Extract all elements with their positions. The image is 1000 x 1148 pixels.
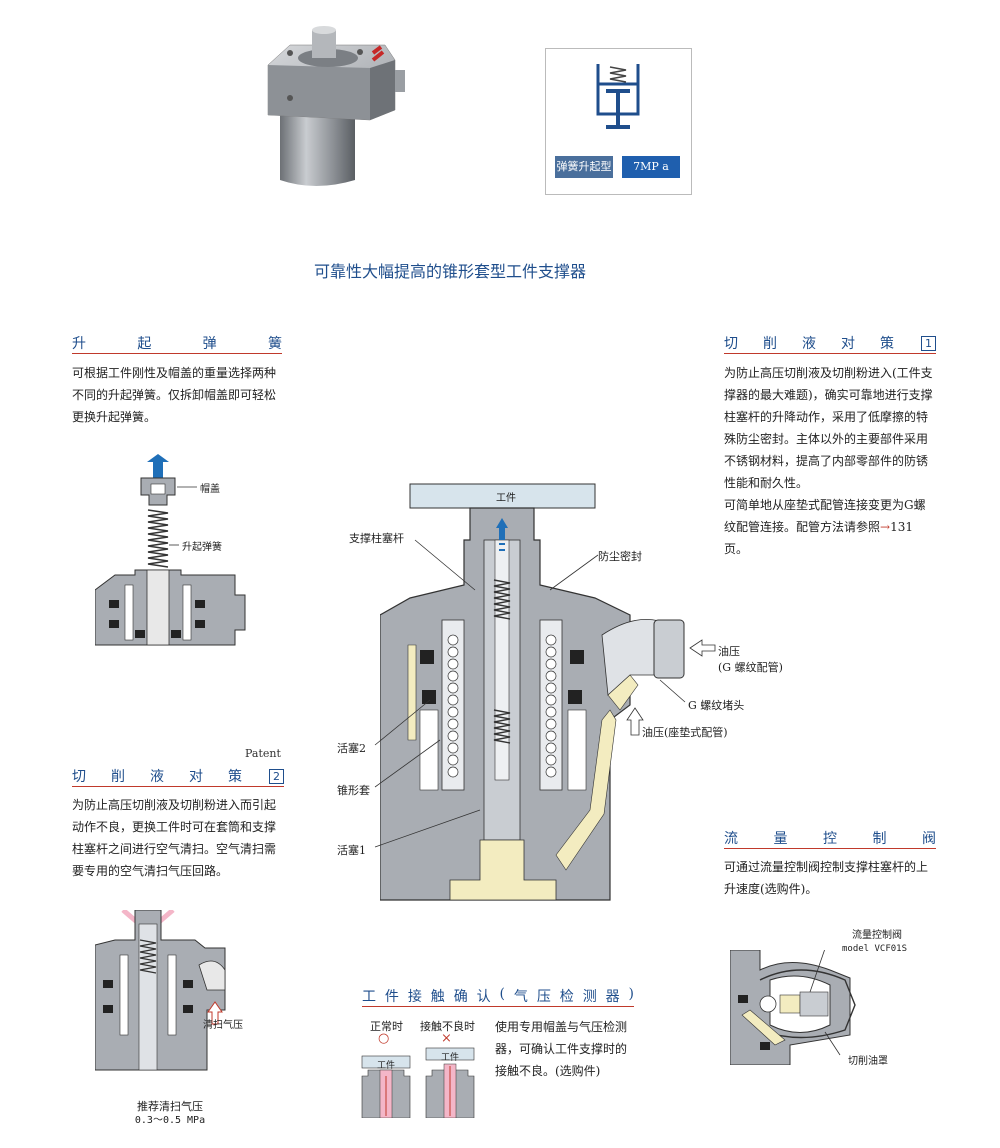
- spring-symbol-icon: [596, 64, 640, 129]
- contact-title-char: 确: [453, 989, 468, 1005]
- coolant1-text2-suffix: 131页。: [724, 520, 913, 556]
- recommended-air-caption: 推荐清扫气压 0.3～0.5 MPa: [120, 1100, 220, 1128]
- coolant2-title-char: 削: [111, 769, 125, 785]
- oil-pressure-g-line1: 油压: [718, 645, 740, 658]
- taper-sleeve-label: 锥形套: [337, 784, 370, 797]
- flow-title-char: 阀: [922, 831, 936, 847]
- spring-section-title: 升起弹簧: [72, 333, 282, 353]
- contact-title-char: 接: [407, 989, 422, 1005]
- coolant2-title-char: 对: [189, 769, 203, 785]
- contact-title-char: 气: [513, 989, 528, 1005]
- pressure-label: 7MP a: [622, 156, 680, 178]
- main-diagram-leaders: [374, 539, 716, 848]
- flow-valve-label: 流量控制阀: [852, 930, 902, 942]
- contact-title-char: 认: [476, 989, 491, 1005]
- contact-title-char: 工: [362, 989, 376, 1005]
- flow-section-text: 可通过流量控制阀控制支撑柱塞杆的上升速度(选购件)。: [724, 860, 929, 896]
- contact-title-char: 触: [430, 989, 445, 1005]
- main-cross-section: [380, 483, 685, 901]
- coolant-cover-label: 切削油罩: [848, 1056, 888, 1067]
- contact-work-label-2: 工件: [441, 1053, 460, 1063]
- coolant1-section-divider: [724, 353, 936, 354]
- coolant2-title-char: 切: [72, 769, 86, 785]
- contact-title-char: 检: [559, 989, 574, 1005]
- spring-section-text: 可根据工件刚性及帽盖的重量选择两种不同的升起弹簧。仅拆卸帽盖即可轻松更换升起弹簧…: [72, 366, 277, 424]
- spring-cap-label: 帽盖: [200, 484, 220, 495]
- type-label: 弹簧升起型: [555, 156, 613, 178]
- coolant2-section-title: 切 削 液 对 策 2: [72, 766, 284, 786]
- contact-work-label-1: 工件: [377, 1061, 396, 1071]
- spring-title-char: 起: [137, 336, 152, 352]
- contact-title-char: 器: [605, 989, 620, 1005]
- spring-diagram: [95, 454, 246, 646]
- recommended-air-line2: 0.3～0.5 MPa: [134, 1115, 206, 1126]
- normal-mark: ○: [378, 1031, 390, 1046]
- coolant1-title-char: 切: [724, 336, 738, 352]
- plunger-label: 支撑柱塞杆: [349, 532, 404, 545]
- contact-diagram: [361, 1047, 475, 1118]
- product-photo: [267, 26, 405, 186]
- spring-title-char: 弹: [202, 336, 217, 352]
- flow-title-char: 流: [724, 831, 738, 847]
- oil-pressure-g-label: 油压 (G 螺纹配管): [718, 644, 783, 676]
- flow-section-divider: [724, 848, 936, 849]
- normal-state-label: 正常时: [370, 1020, 403, 1033]
- flow-valve-diagram: [730, 950, 856, 1065]
- page-title: 可靠性大幅提高的锥形套型工件支撑器: [313, 262, 586, 281]
- coolant2-title-char: 策: [228, 769, 242, 785]
- coolant1-section-text2: 可简单地从座垫式配管连接变更为G螺纹配管连接。配管方法请参照→131页。: [724, 494, 936, 560]
- coolant2-section-divider: [72, 786, 284, 787]
- coolant2-number: 2: [269, 768, 284, 784]
- air-purge-diagram: [95, 910, 226, 1071]
- spring-title-char: 升: [72, 336, 86, 352]
- coolant1-title-char: 削: [763, 336, 777, 352]
- g-plug-label: G 螺纹堵头: [688, 699, 745, 712]
- contact-title-char: 压: [536, 989, 551, 1005]
- flow-title-char: 量: [773, 831, 788, 847]
- contact-title-char: 测: [582, 989, 597, 1005]
- contact-section-text: 使用专用帽盖与气压检测器，可确认工件支撑时的接触不良。(选购件): [495, 1020, 628, 1078]
- coolant1-title-char: 液: [802, 336, 816, 352]
- flow-section-title: 流量控制阀: [724, 828, 936, 848]
- bad-mark: ×: [441, 1031, 452, 1046]
- workpiece-label: 工件: [496, 493, 516, 504]
- flow-valve-model-label: model VCF01S: [842, 944, 908, 954]
- flow-valve-label-line1: 流量控制阀: [852, 930, 902, 941]
- contact-section-title: 工件接触确认 ( 气压检测器): [362, 986, 634, 1006]
- oil-pressure-pad-label: 油压(座垫式配管): [642, 726, 728, 739]
- contact-section-divider: [362, 1006, 634, 1007]
- spring-section-divider: [72, 353, 282, 354]
- air-pressure-label: 清扫气压: [203, 1020, 243, 1031]
- spring-title-char: 簧: [267, 336, 282, 352]
- oil-pressure-g-line2: (G 螺纹配管): [718, 661, 783, 674]
- flow-title-char: 制: [872, 831, 887, 847]
- spring-label: 升起弹簧: [182, 542, 222, 553]
- piston2-label: 活塞2: [337, 742, 366, 755]
- flow-title-char: 控: [823, 831, 837, 847]
- contact-title-char: ): [628, 986, 634, 1002]
- coolant1-text2-prefix: 可简单地从座垫式配管连接变更为G螺纹配管连接。配管方法请参照: [724, 498, 926, 534]
- red-arrow-icon: →: [880, 520, 891, 534]
- coolant2-section-text: 为防止高压切削液及切削粉进入而引起动作不良，更换工件时可在套筒和支撑柱塞杆之间进…: [72, 798, 277, 878]
- coolant1-section-text: 为防止高压切削液及切削粉进入(工件支撑器的最大难题)，确实可靠地进行支撑柱塞杆的…: [724, 366, 933, 490]
- contact-title-char: (: [499, 986, 505, 1002]
- bad-contact-label: 接触不良时: [420, 1020, 475, 1033]
- piston1-label: 活塞1: [337, 844, 366, 857]
- coolant1-section-title: 切 削 液 对 策 1: [724, 333, 936, 353]
- coolant2-title-char: 液: [150, 769, 164, 785]
- recommended-air-line1: 推荐清扫气压: [137, 1100, 203, 1113]
- patent-label: Patent: [245, 747, 281, 760]
- coolant1-title-char: 对: [841, 336, 855, 352]
- coolant1-number: 1: [921, 335, 936, 351]
- dust-seal-label: 防尘密封: [598, 550, 642, 563]
- coolant1-title-char: 策: [880, 336, 894, 352]
- contact-title-char: 件: [384, 989, 399, 1005]
- type-badge: 弹簧升起型 7MP a: [545, 48, 692, 195]
